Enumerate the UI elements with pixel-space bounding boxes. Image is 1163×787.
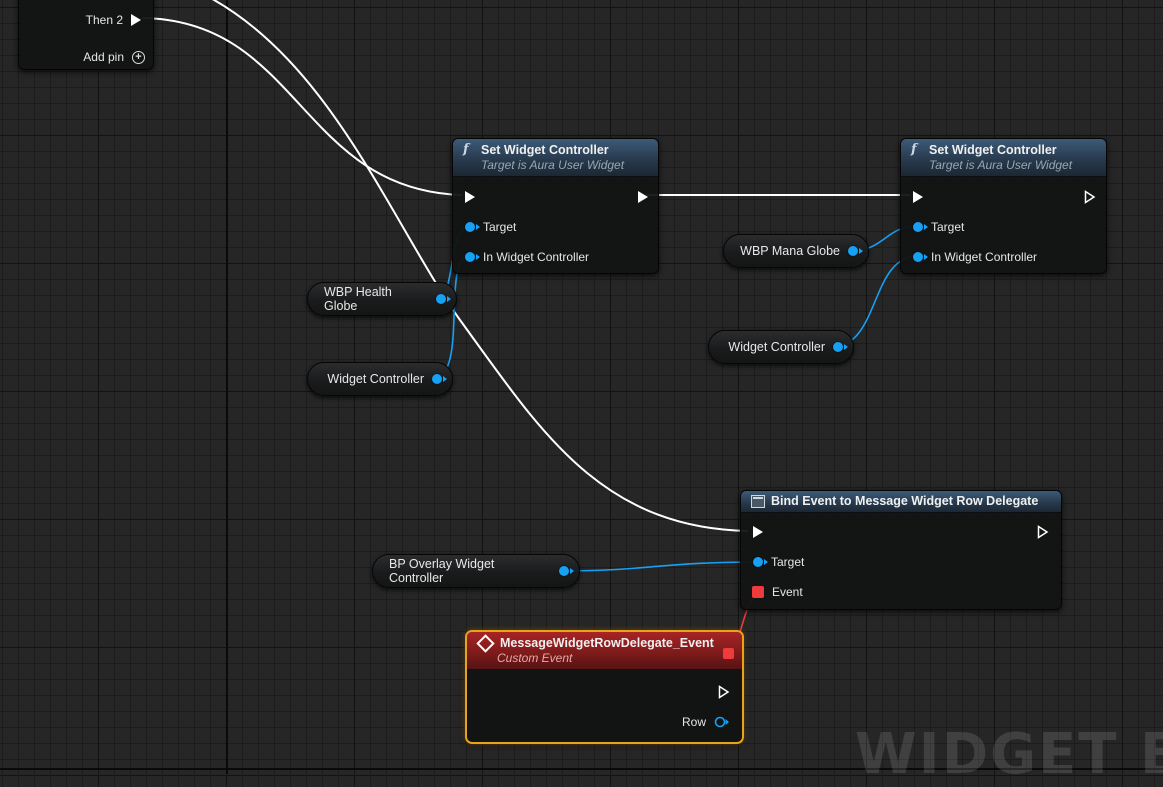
graph-watermark: WIDGET BLU [855,722,1163,787]
add-circle-icon: + [132,50,145,64]
then-2-pin-row[interactable]: Then 2 [86,11,141,29]
widget-controller-pin-row[interactable]: In Widget Controller [465,248,589,266]
row-pin-row[interactable]: Row [682,713,730,731]
exec-out-pin-row[interactable] [638,188,648,206]
canvas-grid-line [226,0,228,774]
canvas-grid-line [0,768,1163,770]
node-subtitle: Target is Aura User Widget [929,158,1073,172]
add-pin-label: Add pin [83,50,124,64]
exec-in-pin-row[interactable] [753,523,763,541]
node-header: MessageWidgetRowDelegate_Event Custom Ev… [467,632,742,670]
variable-getter-overlay-widget-controller[interactable]: BP Overlay Widget Controller [372,554,580,588]
delegate-pin[interactable] [752,586,764,598]
object-wire[interactable] [557,561,759,572]
variable-getter-health-globe[interactable]: WBP Health Globe [307,282,457,316]
in-widget-controller-label: In Widget Controller [483,250,590,264]
node-title: Set Widget Controller [929,142,1057,157]
custom-event-node[interactable]: MessageWidgetRowDelegate_Event Custom Ev… [465,630,744,744]
exec-out-pin[interactable] [131,14,141,26]
node-header: Bind Event to Message Widget Row Delegat… [741,491,1061,513]
object-pin[interactable] [465,222,480,232]
target-label: Target [483,220,517,234]
variable-label: BP Overlay Widget Controller [389,557,495,585]
event-pin-row[interactable]: Event [752,583,803,601]
function-icon: f [911,142,917,157]
object-pin[interactable] [432,374,447,384]
widget-controller-pin-row[interactable]: In Widget Controller [913,248,1037,266]
struct-pin-hollow-icon[interactable] [714,716,730,728]
variable-label: Widget Controller [728,340,825,354]
exec-out-pin-row[interactable] [1037,523,1049,541]
exec-wire[interactable] [141,17,463,196]
exec-out-pin-hollow-icon[interactable] [718,685,730,699]
object-pin[interactable] [848,246,863,256]
target-pin-row[interactable]: Target [913,218,964,236]
object-pin[interactable] [559,566,574,576]
in-widget-controller-label: In Widget Controller [931,250,1038,264]
object-pin[interactable] [753,557,768,567]
then-2-label: Then 2 [85,13,123,27]
exec-in-pin-row[interactable] [913,188,923,206]
target-label: Target [931,220,965,234]
variable-label: WBP Mana Globe [740,244,840,258]
object-pin[interactable] [833,342,848,352]
variable-label: Widget Controller [327,372,424,386]
node-subtitle: Target is Aura User Widget [481,158,625,172]
target-pin-row[interactable]: Target [465,218,516,236]
set-widget-controller-node[interactable]: f Set Widget Controller Target is Aura Us… [900,138,1107,274]
object-pin[interactable] [436,294,451,304]
exec-in-pin[interactable] [753,526,763,538]
object-pin[interactable] [465,252,480,262]
node-title: Bind Event to Message Widget Row Delegat… [771,494,1039,508]
delegate-output-pin[interactable] [723,648,734,659]
target-label: Target [771,555,805,569]
node-subtitle: Custom Event [497,651,573,665]
exec-in-pin-row[interactable] [465,188,475,206]
set-widget-controller-node[interactable]: f Set Widget Controller Target is Aura Us… [452,138,659,274]
exec-in-pin[interactable] [913,191,923,203]
exec-wire[interactable] [205,0,749,532]
object-pin[interactable] [913,252,928,262]
row-label: Row [681,715,706,729]
node-title: MessageWidgetRowDelegate_Event [500,636,714,650]
exec-out-pin[interactable] [638,191,648,203]
node-header: f Set Widget Controller Target is Aura Us… [453,139,658,177]
object-wire[interactable] [431,255,471,380]
sequence-node[interactable]: Then 2 Add pin + [18,0,154,70]
event-diamond-icon [476,633,495,653]
node-header: f Set Widget Controller Target is Aura Us… [901,139,1106,177]
exec-out-pin-row[interactable] [718,683,730,701]
function-icon: f [463,142,469,157]
variable-getter-widget-controller[interactable]: Widget Controller [307,362,453,396]
node-title: Set Widget Controller [481,142,609,157]
event-label: Event [772,585,803,599]
bind-event-node[interactable]: Bind Event to Message Widget Row Delegat… [740,490,1062,610]
exec-in-pin[interactable] [465,191,475,203]
object-pin[interactable] [913,222,928,232]
add-pin-button[interactable]: Add pin + [83,48,145,66]
exec-out-pin-hollow-icon[interactable] [1037,525,1049,539]
exec-out-pin-row[interactable] [1084,188,1096,206]
variable-getter-widget-controller[interactable]: Widget Controller [708,330,854,364]
exec-out-pin-hollow-icon[interactable] [1084,190,1096,204]
target-pin-row[interactable]: Target [753,553,804,571]
variable-label: WBP Health Globe [324,285,392,313]
bind-event-icon [751,494,765,508]
variable-getter-mana-globe[interactable]: WBP Mana Globe [723,234,869,268]
